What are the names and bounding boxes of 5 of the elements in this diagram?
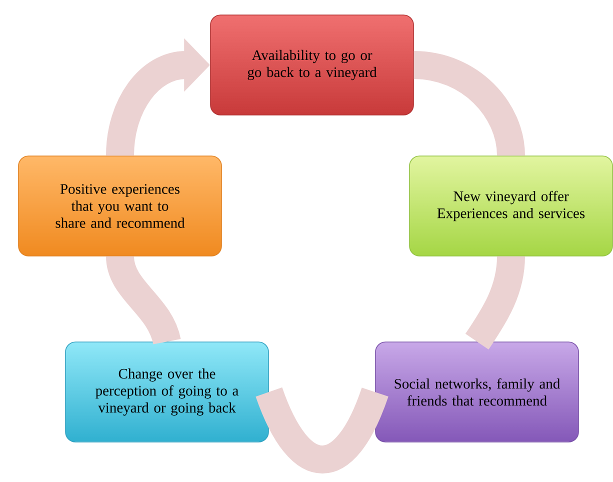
process-box: New vineyard offer Experiences and services [409,156,613,256]
process-box: Positive experiences that you want to share and recommend [18,156,222,256]
process-box: Availability to go or go back to a vineyard [210,14,414,116]
process-box: Change over the perception of going to a vineyard or going back [65,342,269,442]
process-box: Social networks, family and friends that recommend [375,342,579,442]
